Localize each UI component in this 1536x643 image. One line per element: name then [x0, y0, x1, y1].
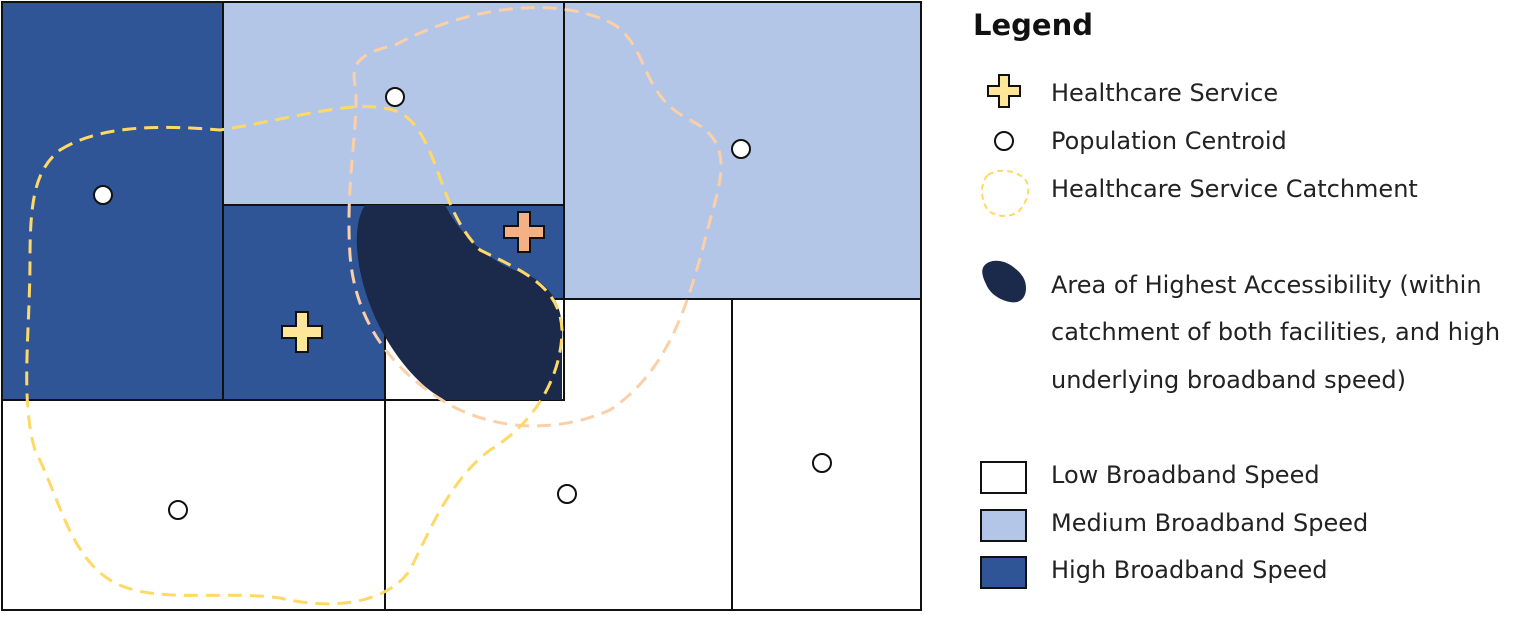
population-centroid: [812, 453, 832, 473]
filled-blob-icon: [982, 260, 1026, 303]
legend-label-medium: Medium Broadband Speed: [1051, 509, 1369, 537]
zone-sw: [1, 399, 386, 611]
legend-label-catchment: Healthcare Service Catchment: [1051, 175, 1418, 203]
legend-title: Legend: [973, 8, 1093, 42]
swatch-low-icon: [980, 461, 1027, 494]
highest-accessibility-area: [356, 205, 563, 400]
legend-label-healthcare: Healthcare Service: [1051, 79, 1279, 107]
map-diagram: [1, 1, 922, 611]
catchment-yellow: [25, 105, 564, 606]
population-centroid: [385, 87, 405, 107]
legend-label-highest-line3: underlying broadband speed): [1051, 366, 1406, 394]
legend-label-highest-line1: Area of Highest Accessibility (within: [1051, 271, 1482, 299]
legend-label-centroid: Population Centroid: [1051, 127, 1287, 155]
swatch-high-icon: [980, 556, 1027, 589]
population-centroid: [557, 484, 577, 504]
healthcare-service-plus-icon: [281, 311, 323, 353]
plus-icon: [987, 74, 1021, 108]
population-centroid: [93, 185, 113, 205]
catchment-peach: [347, 6, 723, 428]
legend-symbols: [980, 74, 1030, 589]
population-centroid: [168, 500, 188, 520]
swatch-medium-icon: [980, 509, 1027, 542]
dashed-blob-icon: [981, 169, 1030, 217]
legend-label-high: High Broadband Speed: [1051, 556, 1328, 584]
healthcare-service-plus-icon: [503, 211, 545, 253]
population-centroid: [731, 139, 751, 159]
circle-icon: [994, 131, 1014, 151]
legend-label-low: Low Broadband Speed: [1051, 461, 1320, 489]
legend-label-highest-line2: catchment of both facilities, and high: [1051, 318, 1501, 346]
zone-nw: [1, 1, 224, 401]
